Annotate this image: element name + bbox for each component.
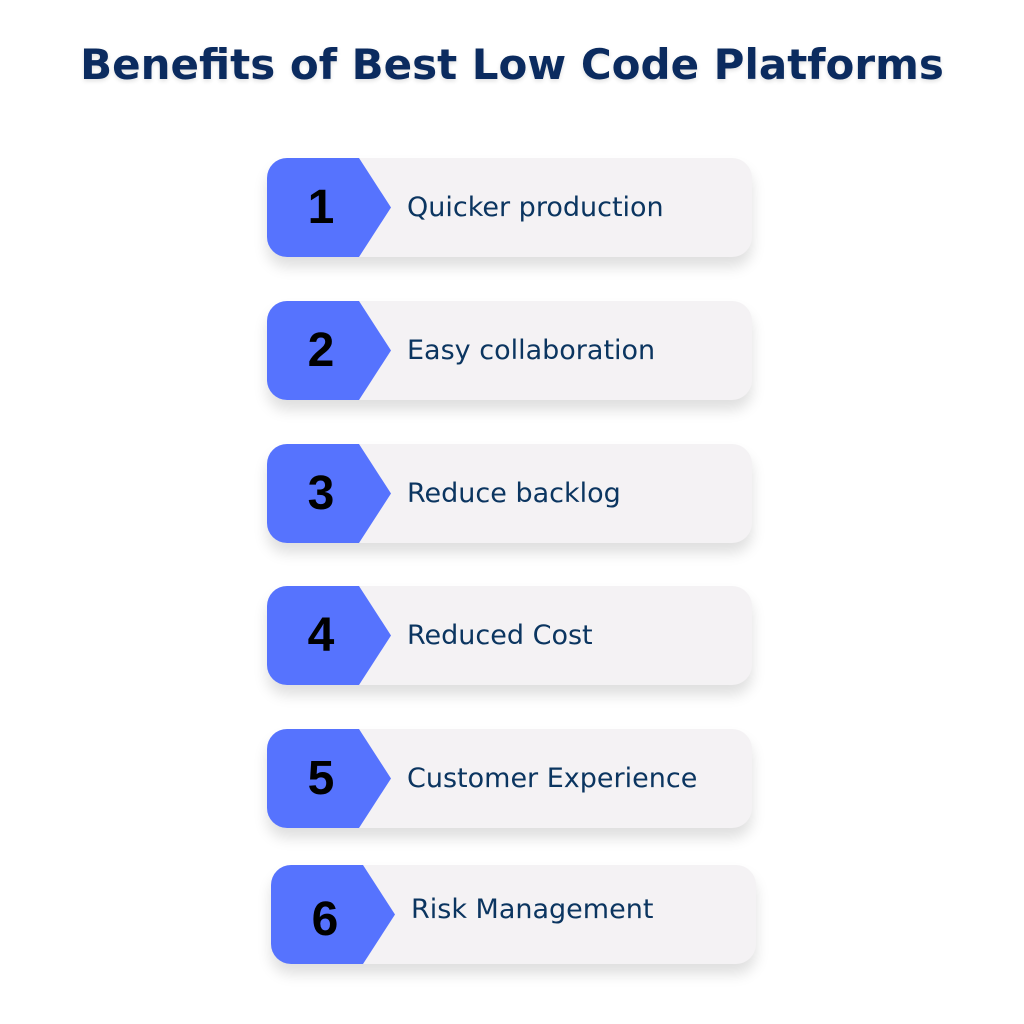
benefit-label: Customer Experience [407, 763, 698, 794]
benefit-number: 2 [307, 324, 335, 377]
benefit-card: 3 Reduce backlog [267, 444, 752, 543]
benefit-label: Easy collaboration [407, 335, 656, 366]
page-title: Benefits of Best Low Code Platforms [80, 40, 944, 89]
benefit-number: 3 [307, 467, 335, 520]
benefit-number: 4 [307, 609, 335, 662]
benefit-card: 2 Easy collaboration [267, 301, 752, 400]
benefit-number: 6 [311, 893, 339, 946]
benefit-label: Risk Management [411, 894, 654, 925]
benefit-number: 1 [307, 181, 335, 234]
benefit-card: 5 Customer Experience [267, 729, 752, 828]
benefit-card: 6 Risk Management [271, 865, 756, 964]
benefit-number: 5 [307, 752, 335, 805]
benefit-card: 4 Reduced Cost [267, 586, 752, 685]
benefit-label: Reduced Cost [407, 620, 593, 651]
benefit-label: Quicker production [407, 192, 664, 223]
benefit-label: Reduce backlog [407, 478, 621, 509]
benefit-card: 1 Quicker production [267, 158, 752, 257]
